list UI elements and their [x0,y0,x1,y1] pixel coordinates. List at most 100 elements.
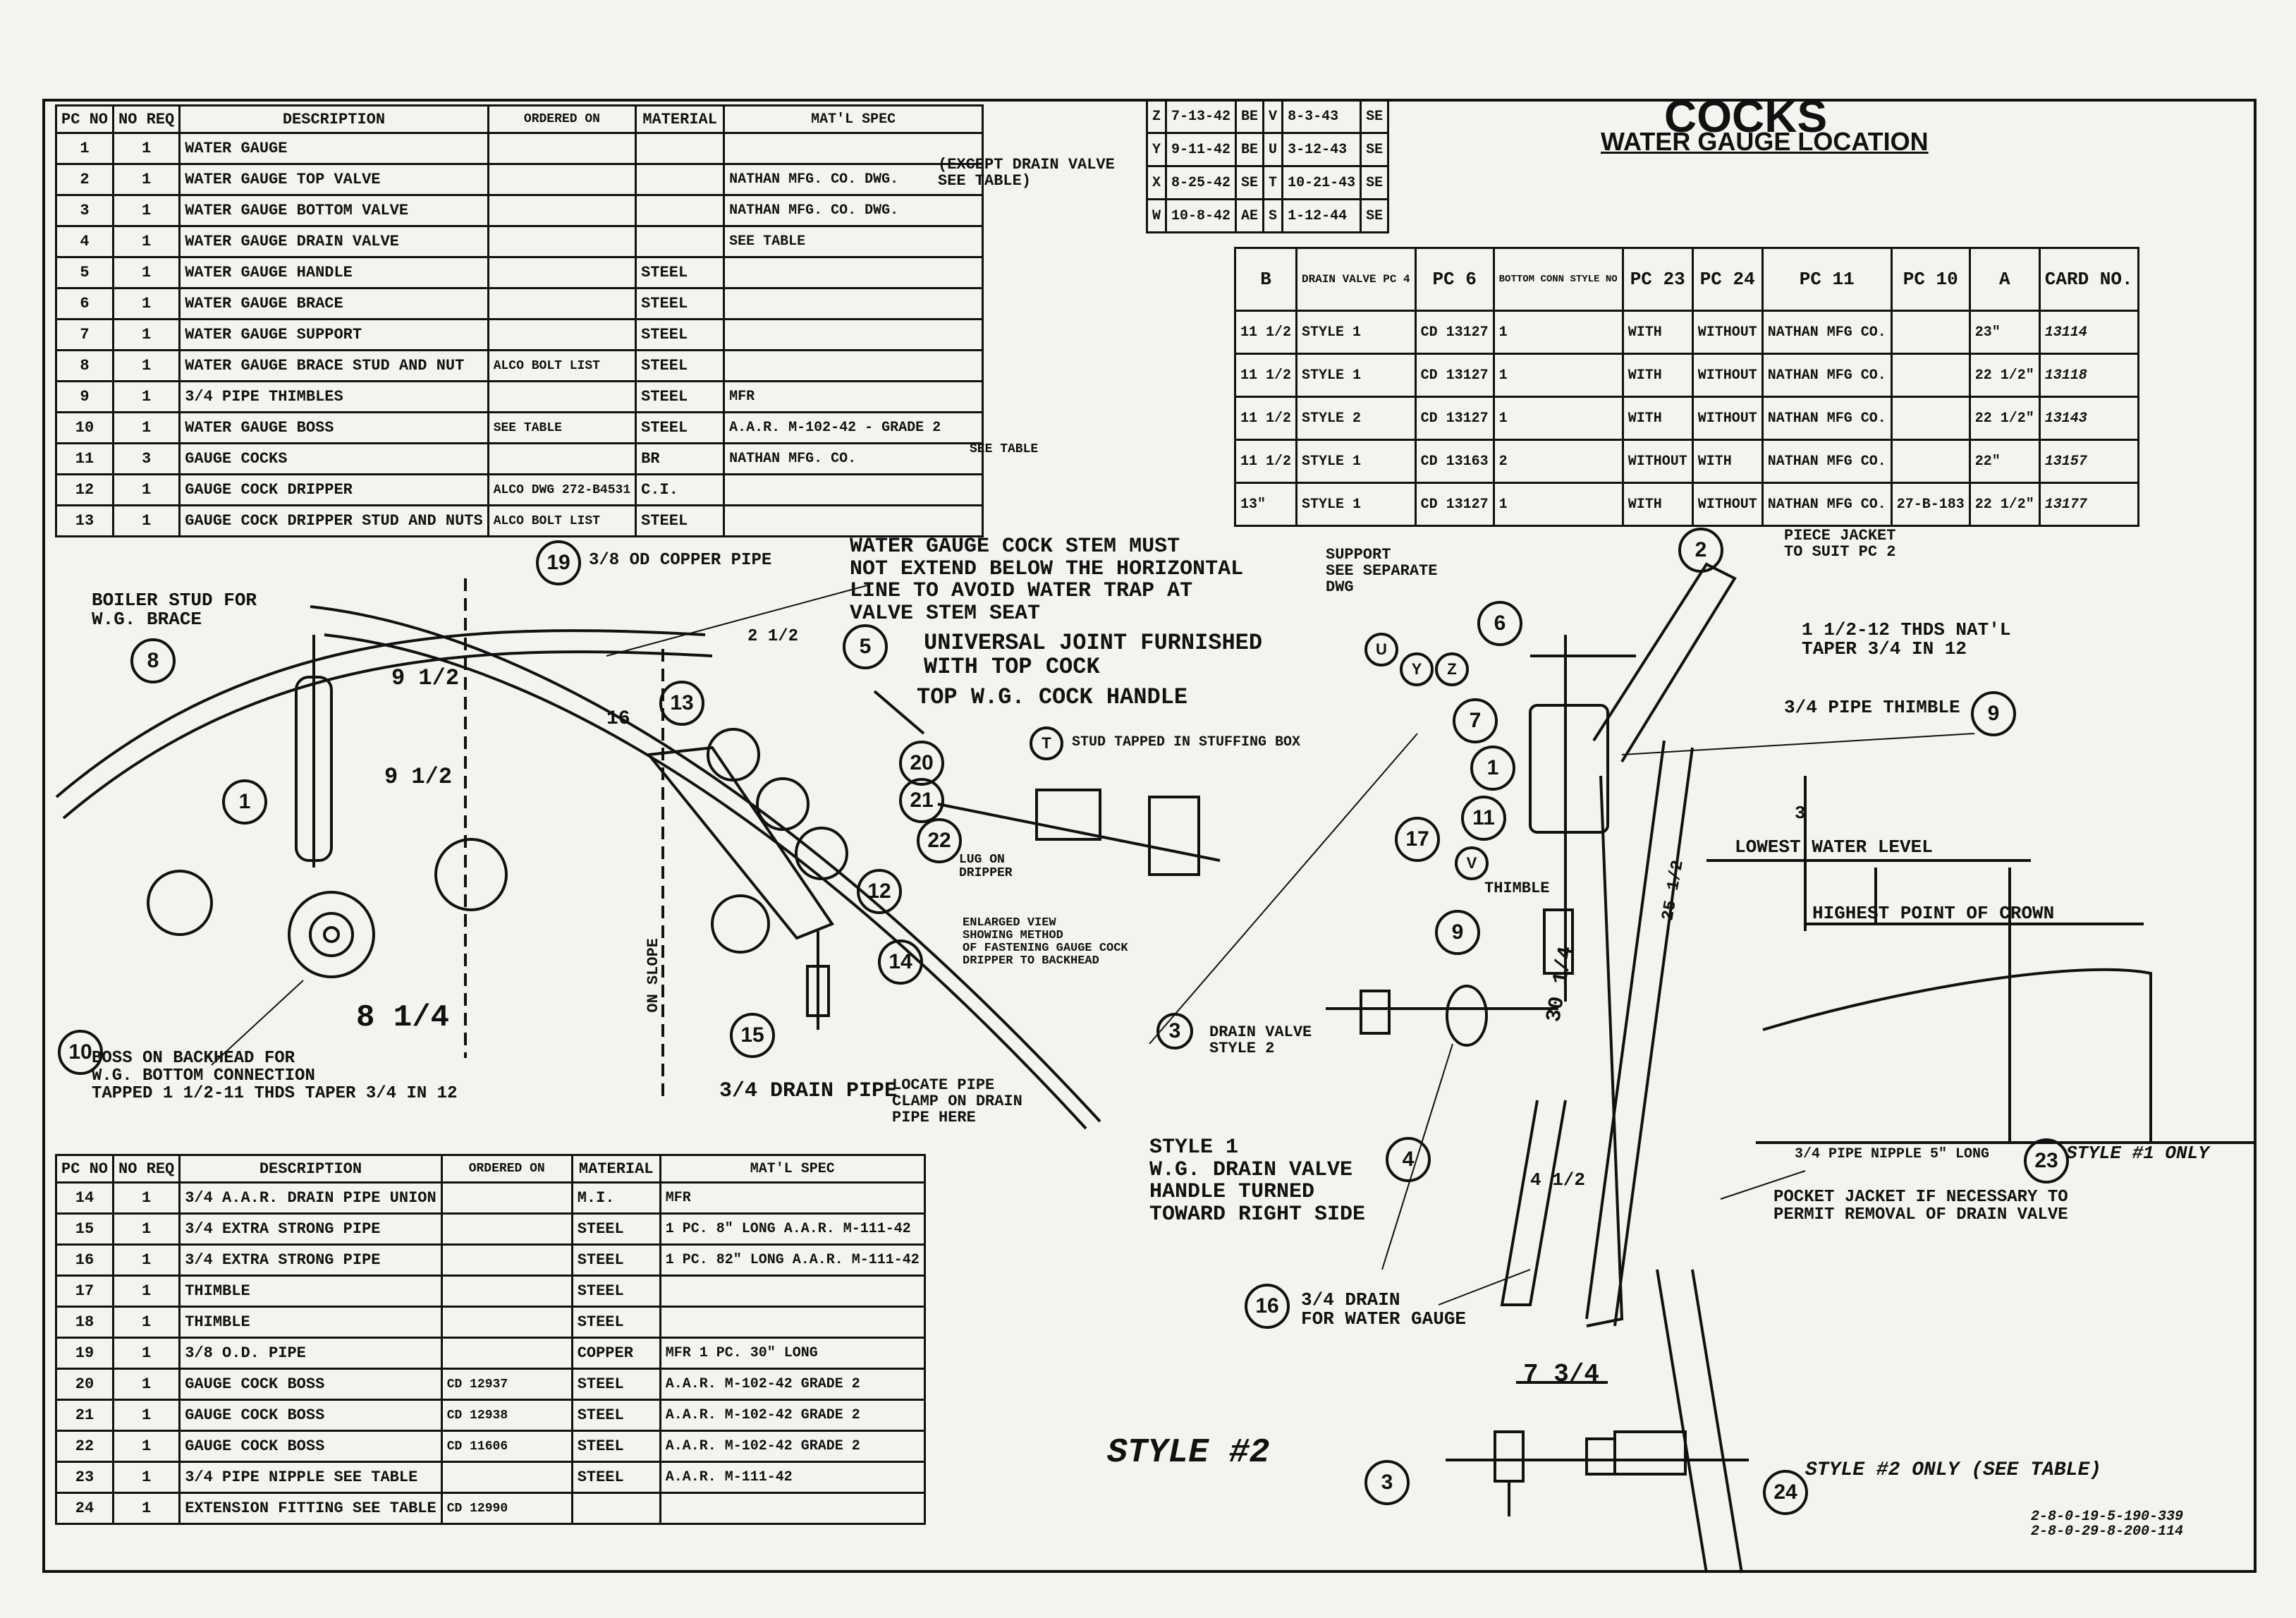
table-cell: STYLE 1 [1295,482,1417,527]
table-cell: 1 [112,287,181,320]
table-cell: 1 [112,1306,181,1339]
table-cell: 18 [54,1306,115,1339]
style-col-header: PC 6 [1414,247,1495,312]
table-cell: STEEL [570,1275,661,1308]
table-cell: WITHOUT [1691,482,1764,527]
table-cell: 1 [112,256,181,289]
callout-3: 3 [1156,1013,1193,1050]
table-cell: 1 [1492,482,1624,527]
table-cell: 14 [54,1181,115,1215]
callout-3-style2: 3 [1364,1460,1410,1505]
style-col-header: DRAIN VALVE PC 4 [1295,247,1417,312]
dim-9-half-b: 9 1/2 [384,764,453,790]
table-cell: A.A.R. M-111-42 [659,1461,926,1494]
table-cell: THIMBLE [178,1275,443,1308]
table-cell: 22 1/2" [1968,396,2041,441]
lower-table-header-row: PC NO NO REQ DESCRIPTION ORDERED ON MATE… [54,1154,926,1184]
table-cell: STYLE 1 [1295,439,1417,484]
callout-9-lower: 9 [1435,910,1480,955]
table-cell [487,194,637,227]
table-cell: 1 [112,132,181,165]
table-cell: 7 [54,318,115,351]
table-cell: CD 13163 [1414,439,1495,484]
table-cell [440,1461,573,1494]
table-cell: SE [1235,165,1265,200]
table-cell: 3 [112,442,181,475]
note-style2: STYLE #2 [1107,1434,1270,1472]
table-cell: 3 [54,194,115,227]
table-cell [440,1243,573,1277]
table-cell: 9-11-42 [1165,132,1238,167]
style-col-header: CARD NO. [2038,247,2139,312]
note-copper-pipe: 3/8 OD COPPER PIPE [589,551,772,570]
table-cell: X [1145,165,1168,200]
table-cell: 3/4 PIPE NIPPLE SEE TABLE [178,1461,443,1494]
table-cell: 1 PC. 8" LONG A.A.R. M-111-42 [659,1212,926,1246]
table-cell: BE [1235,99,1265,134]
table-cell: SE [1360,132,1390,167]
table-cell: 1 [112,504,181,537]
table-cell: WATER GAUGE BRACE [178,287,489,320]
col-ordered-on: ORDERED ON [487,104,637,134]
table-cell: 1 [112,1275,181,1308]
table-cell: 12 [54,473,115,506]
table-cell: WATER GAUGE TOP VALVE [178,163,489,196]
table-cell: 13 [54,504,115,537]
gauge-glass-right [1529,704,1609,834]
col-pc-no: PC NO [54,104,115,134]
table-cell: STEEL [635,380,726,413]
table-cell: W [1145,198,1168,233]
callout-23: 23 [2024,1138,2069,1184]
table-cell [723,256,984,289]
table-cell: MFR [659,1181,926,1215]
table-cell: 11 1/2 [1233,353,1298,398]
table-cell [723,132,984,165]
callout-13: 13 [659,681,704,726]
crown-sheet-arc [310,605,1101,1123]
table-cell: 3/4 A.A.R. DRAIN PIPE UNION [178,1181,443,1215]
col-no-req: NO REQ [112,1154,181,1184]
table-cell: WITH [1621,310,1694,355]
callout-19: 19 [536,540,581,585]
table-cell [1890,439,1971,484]
table-cell: 11 [54,442,115,475]
style-col-header: A [1968,247,2041,312]
col-description: DESCRIPTION [178,1154,443,1184]
table-cell: 1 [112,318,181,351]
table-cell: 10-8-42 [1165,198,1238,233]
table-cell: 2 [54,163,115,196]
backhead-boss [288,891,375,978]
table-cell: 27-B-183 [1890,482,1971,527]
table-cell: CD 11606 [440,1430,573,1463]
table-cell: BE [1235,132,1265,167]
callout-5: 5 [843,624,888,669]
table-cell: ALCO BOLT LIST [487,504,637,537]
table-cell: STEEL [570,1212,661,1246]
table-cell [1890,353,1971,398]
table-cell: WATER GAUGE DRAIN VALVE [178,225,489,258]
table-cell: ALCO BOLT LIST [487,349,637,382]
style-col-header: PC 10 [1890,247,1971,312]
dim-7-3-4: 7 3/4 [1523,1360,1600,1389]
col-material: MATERIAL [570,1154,661,1184]
table-cell: STEEL [635,411,726,444]
table-cell: S [1262,198,1284,233]
callout-17: 17 [1395,817,1440,862]
callout-22: 22 [917,818,962,863]
table-cell [1890,310,1971,355]
note-boss-backhead: BOSS ON BACKHEAD FOR W.G. BOTTOM CONNECT… [92,1049,458,1104]
table-cell: GAUGE COCKS [178,442,489,475]
dim-3: 3 [1795,803,1806,824]
